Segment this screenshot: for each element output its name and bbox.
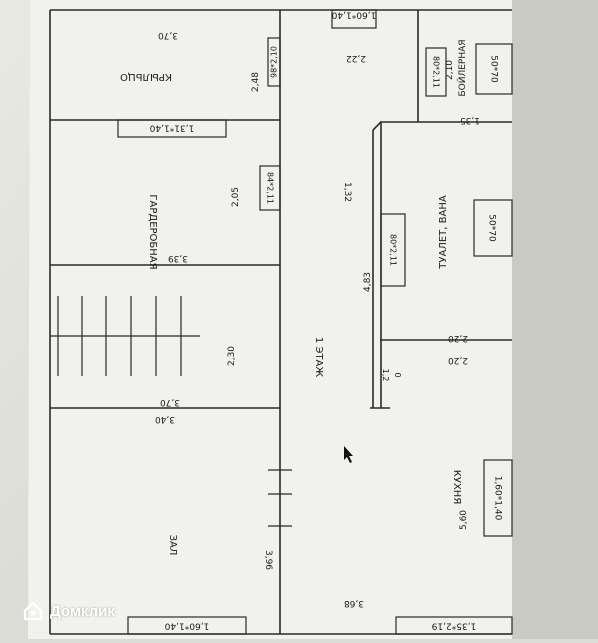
floor-label: 1 ЭТАЖ — [313, 337, 324, 377]
top-window-rect — [331, 9, 377, 29]
kitchen-bottom-window-rect — [395, 616, 513, 635]
openings — [117, 9, 513, 635]
wardrobe-door-rect — [259, 165, 281, 211]
boiler-door-rect — [425, 47, 447, 97]
hall-depth-dim: 3,96 — [263, 550, 273, 570]
staircase — [50, 296, 200, 376]
paper-sheet — [28, 0, 512, 639]
wardrobe-door-label: 84*2,11 — [266, 172, 275, 204]
porch-depth-dim: 2,48 — [251, 72, 261, 92]
boiler-wall-dim: 1,35 — [460, 115, 480, 125]
hall-bottom-window-rect — [127, 616, 247, 635]
stair-depth-dim: 2,30 — [227, 346, 237, 366]
hall-width-bottom-dim: 3,68 — [344, 598, 364, 608]
watermark-text: Домклик — [50, 602, 115, 620]
toilet-door-label: 80*2,11 — [389, 234, 398, 266]
boiler-label: БОЙЛЕРНАЯ — [456, 39, 468, 96]
kitchen-depth-dim: 5,60 — [459, 510, 469, 530]
porch-window-label: 1,31*1,40 — [149, 123, 194, 133]
stair-width-dim: 3,70 — [160, 397, 180, 407]
house-logo-icon — [23, 601, 43, 621]
top-window-label: 1,60*1,40 — [331, 10, 376, 20]
kitchen-window-label: 1,60*1,40 — [493, 476, 503, 521]
kitchen-bottom-window-label: 1,35*2,19 — [431, 621, 476, 631]
hall-width-top-dim: 3,40 — [155, 414, 175, 424]
walls — [49, 9, 512, 635]
mouse-cursor-icon — [344, 446, 353, 463]
toilet-door-rect — [380, 213, 406, 287]
boiler-window-label: 50*70 — [489, 55, 499, 83]
porch-door-label: 98*2,10 — [270, 46, 279, 78]
wardrobe-width-dim: 3,39 — [168, 253, 188, 263]
toilet-label: ТУАЛЕТ, ВАНА — [438, 195, 449, 270]
boiler-window-rect — [475, 43, 513, 95]
hall-bottom-window-label: 1,60*1,40 — [164, 621, 209, 631]
toilet-width-dim: 2,20 — [448, 333, 468, 343]
wardrobe-depth-dim: 2,05 — [231, 187, 241, 207]
porch-window-rect — [117, 119, 227, 138]
hall-door-marks — [268, 469, 292, 527]
hall-label: ЗАЛ — [167, 535, 178, 556]
toilet-window-label: 50*70 — [487, 214, 497, 242]
monitor-bezel — [512, 0, 598, 639]
partition-a-dim: 1,2 — [381, 369, 390, 382]
toilet-window-rect — [473, 199, 513, 257]
corridor-top-dim: 2,22 — [346, 53, 366, 63]
domclick-watermark: Домклик — [22, 600, 115, 622]
toilet-length-dim: 4,83 — [363, 272, 373, 292]
kitchen-label: КУХНЯ — [451, 470, 462, 505]
porch-width-dim: 3,70 — [158, 30, 178, 40]
porch-label: КРЫЛЬЦО — [120, 71, 172, 82]
corridor-width-dim: 1,32 — [342, 182, 352, 202]
partition-b-dim: 0 — [393, 372, 402, 377]
wardrobe-label: ГАРДЕРОБНАЯ — [147, 194, 158, 269]
kitchen-window-rect — [483, 459, 513, 537]
porch-door-rect — [267, 37, 281, 87]
boiler-door-label: 80*2,11 — [432, 56, 441, 88]
kitchen-width-dim: 2,20 — [448, 355, 468, 365]
boiler-depth-dim: 2,10 — [445, 60, 455, 80]
